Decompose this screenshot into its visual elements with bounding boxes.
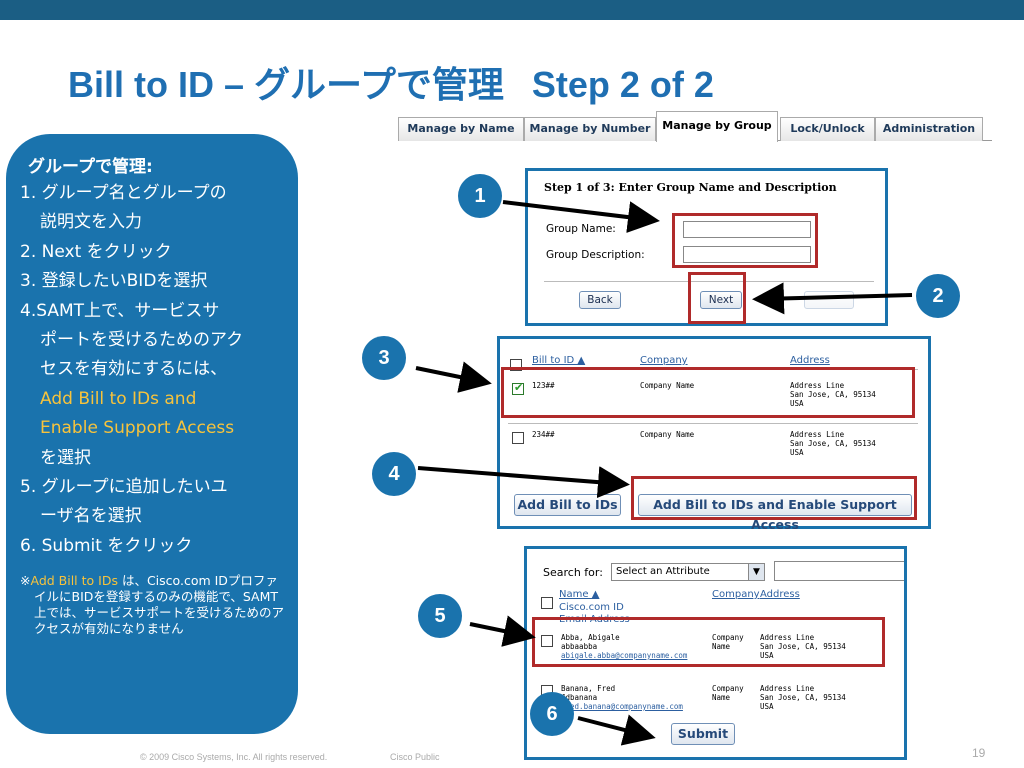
footer-copyright: © 2009 Cisco Systems, Inc. All rights re… <box>140 752 328 762</box>
page-number: 19 <box>972 746 986 760</box>
group-description-label: Group Description: <box>546 249 645 261</box>
instruction-step-6: 6. Submit をクリック <box>20 535 193 556</box>
column-header-address[interactable]: Address <box>760 589 800 600</box>
submit-button[interactable]: Submit <box>671 723 735 745</box>
highlight-user-row <box>532 617 885 667</box>
callout-badge-5: 5 <box>418 594 462 638</box>
tab-manage-by-name[interactable]: Manage by Name <box>398 117 524 141</box>
search-input[interactable] <box>774 561 904 581</box>
tab-administration[interactable]: Administration <box>875 117 983 141</box>
highlight-next-button <box>688 272 746 324</box>
add-bill-to-ids-button[interactable]: Add Bill to IDs <box>514 494 621 516</box>
tab-bar: Manage by Name Manage by Number Manage b… <box>398 111 992 142</box>
page-title-step: Step 2 of 2 <box>531 64 714 105</box>
user-checkbox-abba[interactable] <box>541 635 553 647</box>
user-cell-address: Address Line San Jose, CA, 95134 USA <box>760 633 846 660</box>
column-header-bill-to-id[interactable]: Bill to ID ▲ <box>532 355 586 366</box>
column-header-name[interactable]: Name ▲ <box>559 589 600 600</box>
next-button[interactable]: Next <box>700 291 742 309</box>
callout-badge-4: 4 <box>372 452 416 496</box>
user-cell-company: Company Name <box>712 633 744 651</box>
select-all-users-checkbox[interactable] <box>541 597 553 609</box>
bid-cell-company: Company Name <box>640 430 695 439</box>
highlight-group-inputs <box>672 213 818 268</box>
page-title: Bill to ID – グループで管理 Step 2 of 2 <box>68 56 714 108</box>
bid-cell-company: Company Name <box>640 381 695 390</box>
instruction-note: ※Add Bill to IDs は、Cisco.com IDプロファイルにBI… <box>20 573 285 637</box>
instruction-step-5: 5. グループに追加したいユ ーザ名を選択 <box>20 477 228 527</box>
column-header-company[interactable]: Company <box>712 589 760 600</box>
user-cell-address: Address Line San Jose, CA, 95134 USA <box>760 684 846 711</box>
tab-manage-by-group[interactable]: Manage by Group <box>656 111 778 142</box>
step1-title: Step 1 of 3: Enter Group Name and Descri… <box>544 181 837 194</box>
instruction-panel: グループで管理: 1. グループ名とグループの 説明文を入力 2. Next を… <box>6 134 298 734</box>
user-cell-name: Banana, Fred <box>561 684 616 693</box>
arrow-5 <box>469 615 536 647</box>
bid-cell-id: 123## <box>532 381 555 390</box>
search-for-label: Search for: <box>543 566 603 579</box>
instruction-step-4: 4.SAMT上で、サービスサ ポートを受けるためのアク セスを有効にするには、 … <box>20 297 286 473</box>
row-divider <box>508 423 918 424</box>
row-checkbox-123[interactable] <box>512 381 524 395</box>
user-cell-email[interactable]: fred.banana@companyname.com <box>561 702 683 711</box>
row-checkbox-234[interactable] <box>512 432 524 444</box>
instruction-step-2: 2. Next をクリック <box>20 241 172 262</box>
column-header-company[interactable]: Company <box>640 355 688 366</box>
tab-manage-by-number[interactable]: Manage by Number <box>524 117 656 141</box>
divider <box>544 281 874 282</box>
attribute-select[interactable]: Select an Attribute ▼ <box>611 563 765 581</box>
top-banner <box>0 0 1024 20</box>
group-name-label: Group Name: <box>546 223 616 235</box>
add-bill-to-ids-enable-support-button[interactable]: Add Bill to IDs and Enable Support Acces… <box>638 494 912 532</box>
tab-lock-unlock[interactable]: Lock/Unlock <box>780 117 875 141</box>
user-cell-email[interactable]: abigale.abba@companyname.com <box>561 651 688 660</box>
bid-cell-address: Address Line San Jose, CA, 95134 USA <box>790 381 876 408</box>
bid-cell-address: Address Line San Jose, CA, 95134 USA <box>790 430 876 457</box>
group-name-input[interactable] <box>683 221 811 238</box>
cancel-button[interactable] <box>804 291 854 309</box>
user-cell-id: abbaabba <box>561 642 598 651</box>
instruction-step-3: 3. 登録したいBIDを選択 <box>20 271 208 292</box>
instruction-heading: グループで管理: <box>28 157 153 177</box>
arrow-3 <box>415 361 492 393</box>
highlight-add-bill-enable: Add Bill to IDs and <box>40 388 197 409</box>
chevron-down-icon[interactable]: ▼ <box>748 564 764 580</box>
bid-cell-id: 234## <box>532 430 555 439</box>
group-description-input[interactable] <box>683 246 811 263</box>
page-title-main: Bill to ID – グループで管理 <box>68 64 504 105</box>
instruction-steps: 1. グループ名とグループの 説明文を入力 2. Next をクリック 3. 登… <box>20 179 286 561</box>
callout-badge-6: 6 <box>530 692 574 736</box>
back-button[interactable]: Back <box>579 291 621 309</box>
footer-cisco-public: Cisco Public <box>390 752 440 762</box>
instruction-step-1: 1. グループ名とグループの 説明文を入力 <box>20 183 227 233</box>
callout-badge-2: 2 <box>916 274 960 318</box>
column-header-address[interactable]: Address <box>790 355 830 366</box>
user-cell-company: Company Name <box>712 684 744 702</box>
highlight-selected-row <box>501 367 915 418</box>
user-cell-id: fdbanana <box>561 693 598 702</box>
highlight-enable-support-button <box>631 476 917 520</box>
callout-badge-1: 1 <box>458 174 502 218</box>
column-header-ccoid: Cisco.com ID <box>559 602 624 613</box>
step1-form: Step 1 of 3: Enter Group Name and Descri… <box>525 168 888 326</box>
callout-badge-3: 3 <box>362 336 406 380</box>
user-cell-name: Abba, Abigale <box>561 633 620 642</box>
